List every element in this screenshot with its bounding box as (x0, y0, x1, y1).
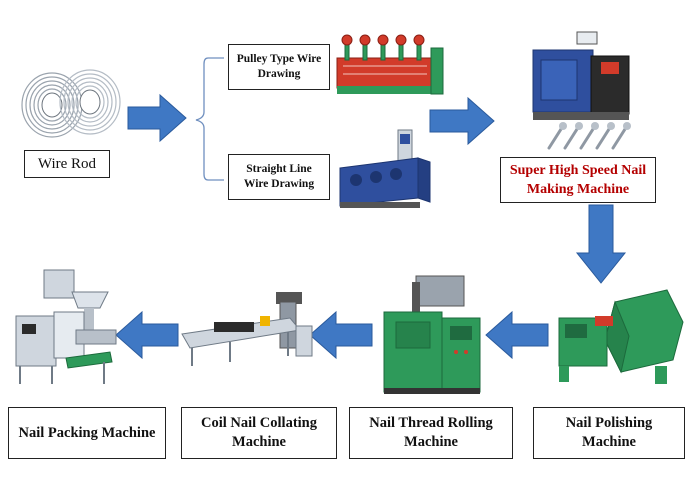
nail-polishing-machine-image (558, 289, 684, 384)
nail-polishing-machine-label: Nail Polishing Machine (533, 407, 685, 459)
nail-packing-machine-image (15, 269, 117, 384)
arrow-left-icon (309, 310, 373, 360)
wire-rod-label: Wire Rod (24, 150, 110, 178)
arrow-left-icon (485, 310, 549, 360)
straight-line-wire-drawing-image (339, 129, 431, 208)
straight-line-wire-drawing-label: Straight Line Wire Drawing (228, 154, 330, 200)
nail-thread-rolling-machine-image (383, 275, 481, 394)
wire-rod-image (21, 69, 121, 138)
coil-nail-collating-machine-label: Coil Nail Collating Machine (181, 407, 337, 459)
arrow-down-icon (575, 204, 627, 284)
arrow-right-icon (127, 93, 187, 143)
pulley-wire-drawing-image (336, 34, 444, 95)
coil-nail-collating-machine-image (181, 292, 313, 366)
nail-making-machine-image (532, 31, 631, 150)
nail-packing-machine-label: Nail Packing Machine (8, 407, 166, 459)
arrow-right-icon (429, 96, 495, 146)
nail-thread-rolling-machine-label: Nail Thread Rolling Machine (349, 407, 513, 459)
branch-bracket (195, 57, 224, 181)
arrow-left-icon (115, 310, 179, 360)
pulley-wire-drawing-label: Pulley Type Wire Drawing (228, 44, 330, 90)
nail-making-machine-label: Super High Speed Nail Making Machine (500, 157, 656, 203)
